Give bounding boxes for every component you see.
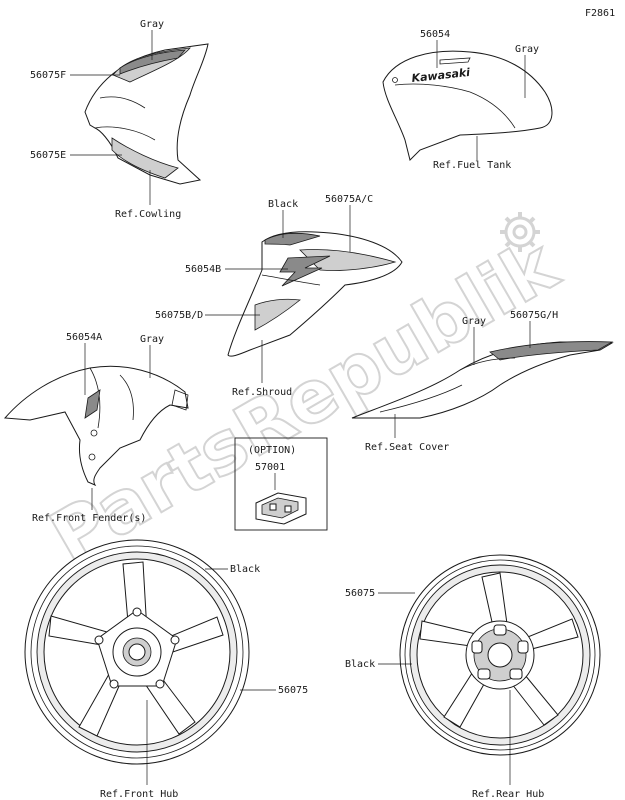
ref-fuel-tank-label: Ref.Fuel Tank	[433, 160, 511, 171]
part-56075GH-label: 56075G/H	[510, 310, 558, 321]
part-56075BD-label: 56075B/D	[155, 310, 203, 321]
part-56075E-label: 56075E	[30, 150, 66, 161]
gear-icon	[500, 212, 540, 252]
front-wheel-part	[24, 539, 250, 765]
option-box	[234, 437, 328, 531]
part-57001-label: 57001	[255, 462, 285, 473]
fender-gray-label: Gray	[140, 334, 164, 345]
front-black-label: Black	[230, 564, 260, 575]
ref-front-hub-label: Ref.Front Hub	[100, 789, 178, 800]
tank-brand-text: Kawasaki	[411, 66, 471, 85]
ref-seat-cover-label: Ref.Seat Cover	[365, 442, 449, 453]
ref-rear-hub-label: Ref.Rear Hub	[472, 789, 544, 800]
shroud-black-label: Black	[268, 199, 298, 210]
rear-56075-label: 56075	[345, 588, 375, 599]
ref-shroud-label: Ref.Shroud	[232, 387, 292, 398]
part-56075AC-label: 56075A/C	[325, 194, 373, 205]
ref-cowling-label: Ref.Cowling	[115, 209, 181, 220]
figure-code: F2861	[585, 8, 615, 19]
cowling-gray-label: Gray	[140, 19, 164, 30]
tank-emblem-dot	[392, 77, 398, 83]
front-fender-part	[3, 365, 189, 487]
ref-front-fender-label: Ref.Front Fender(s)	[32, 513, 146, 524]
tank-gray-label: Gray	[515, 44, 539, 55]
rear-black-label: Black	[345, 659, 375, 670]
front-brake-disc-carrier	[94, 607, 180, 689]
cowling-part	[84, 43, 209, 185]
seat-gray-label: Gray	[462, 316, 486, 327]
part-57001-clip	[255, 492, 307, 525]
option-label: (OPTION)	[248, 445, 296, 456]
part-56075F-label: 56075F	[30, 70, 66, 81]
shroud-part	[227, 231, 403, 357]
part-56054B-label: 56054B	[185, 264, 221, 275]
rear-wheel-part	[399, 554, 601, 756]
part-56054A-label: 56054A	[66, 332, 102, 343]
fuel-tank-part: Kawasaki	[382, 50, 553, 161]
rear-wheel-spokes	[419, 572, 579, 728]
part-56054-label: 56054	[420, 29, 450, 40]
front-56075-label: 56075	[278, 685, 308, 696]
rear-hub	[465, 620, 535, 690]
seat-cover-part	[351, 341, 614, 419]
